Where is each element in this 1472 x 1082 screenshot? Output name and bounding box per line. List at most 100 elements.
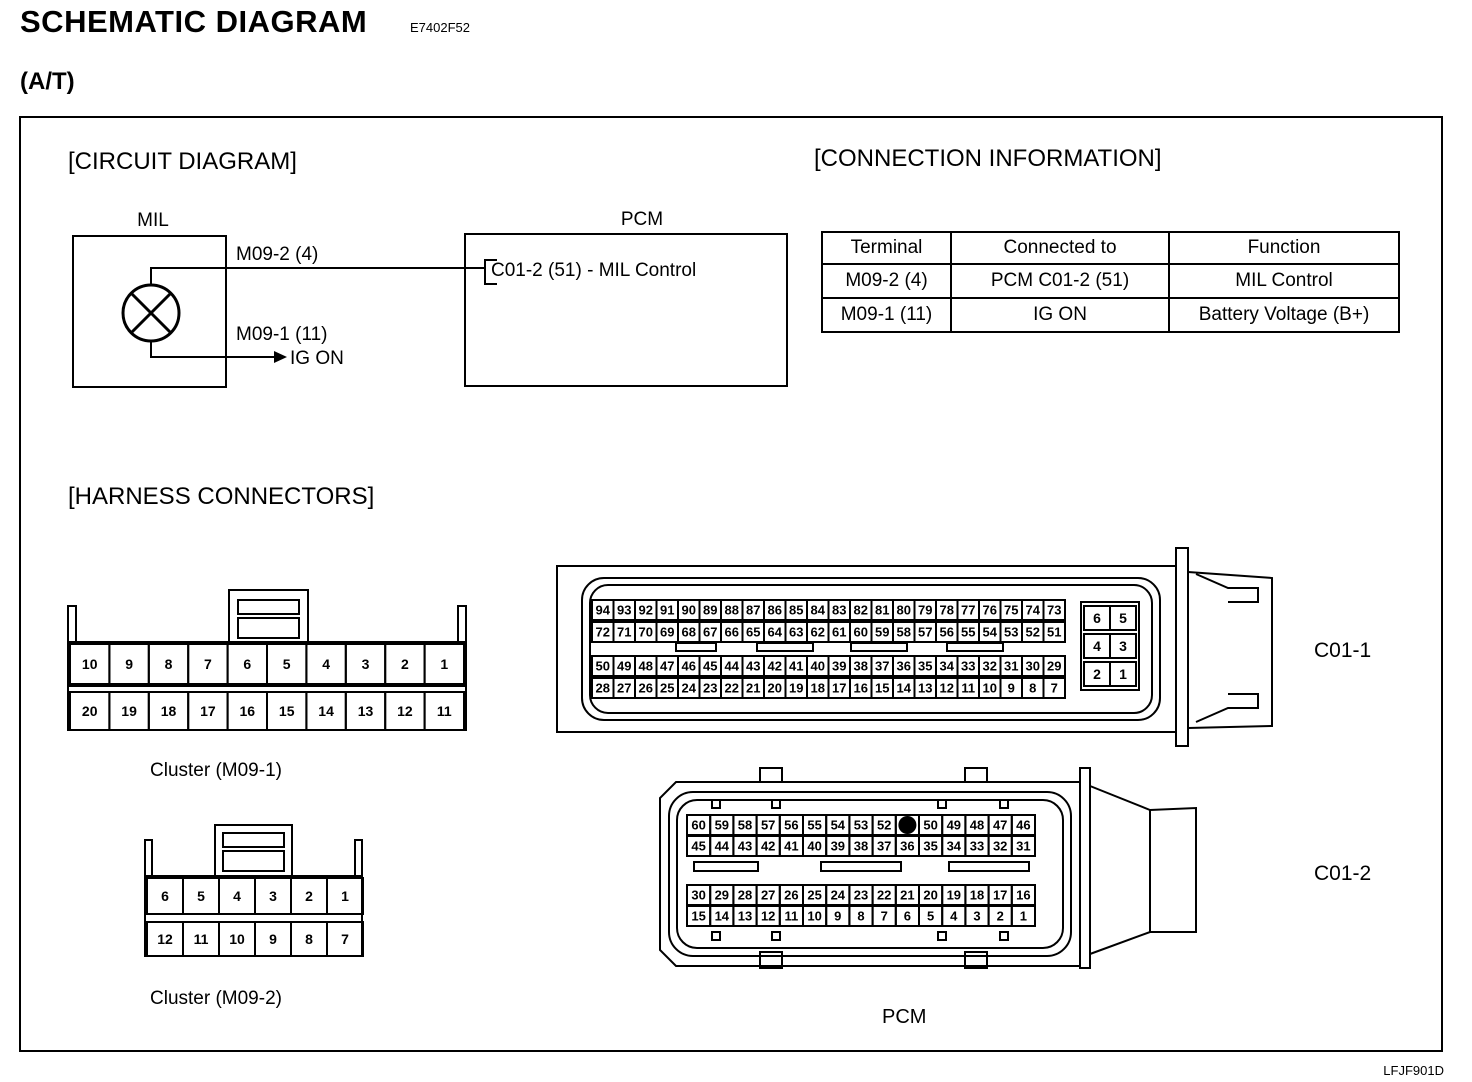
pin-label: 3 — [269, 888, 277, 904]
pin-label: 3 — [973, 909, 980, 924]
pin-label: 35 — [918, 659, 932, 674]
pin-label: 11 — [194, 931, 209, 947]
pin-label: 49 — [947, 818, 961, 833]
pin-label: 6 — [904, 909, 911, 924]
pin-label: 84 — [811, 603, 826, 618]
pin-label: 3 — [1119, 638, 1127, 654]
pin-label: 56 — [784, 818, 798, 833]
pin-label: 7 — [881, 909, 888, 924]
pin-label: 47 — [993, 818, 1007, 833]
pin-label: 26 — [639, 681, 653, 696]
harness-connectors-heading: [HARNESS CONNECTORS] — [68, 483, 375, 510]
pin-label: 53 — [854, 818, 868, 833]
pin-label: 17 — [993, 888, 1007, 903]
pin-label: 73 — [1047, 603, 1061, 618]
pin-label: 11 — [437, 703, 452, 719]
pin-label: 64 — [768, 625, 783, 640]
pin-label: 5 — [1119, 610, 1127, 626]
pin-label: 54 — [983, 625, 998, 640]
pin-label: 31 — [1016, 839, 1030, 854]
pin-label: 1 — [1020, 909, 1027, 924]
pin-label: 15 — [875, 681, 889, 696]
pin-label: 6 — [1093, 610, 1101, 626]
table-cell: MIL Control — [1168, 263, 1400, 299]
pin-label: 2 — [305, 888, 313, 904]
pin-label: 13 — [358, 703, 374, 719]
pin-cell — [1042, 655, 1066, 677]
pin-label: 41 — [789, 659, 803, 674]
pin-label: 43 — [738, 839, 752, 854]
circuit-diagram-heading: [CIRCUIT DIAGRAM] — [68, 148, 297, 175]
pin-label: 19 — [121, 703, 137, 719]
pin-label: 39 — [831, 839, 845, 854]
pin-label: 28 — [596, 681, 610, 696]
pin-label: 9 — [1008, 681, 1015, 696]
pin-label: 42 — [761, 839, 775, 854]
table-cell: Battery Voltage (B+) — [1168, 297, 1400, 333]
pin-label: 70 — [639, 625, 653, 640]
pin-label: 17 — [832, 681, 846, 696]
pin-label: 12 — [761, 909, 775, 924]
pin-cell — [423, 691, 466, 731]
table-cell: PCM C01-2 (51) — [950, 263, 1170, 299]
pin-label: 29 — [1047, 659, 1061, 674]
pin-label: 61 — [832, 625, 846, 640]
pin-label: 65 — [746, 625, 760, 640]
connector-c01-2-housing — [659, 767, 1197, 969]
pin-label: 81 — [875, 603, 889, 618]
pin-label: 27 — [761, 888, 775, 903]
pcm-label: PCM — [621, 209, 663, 230]
pin-label: 27 — [617, 681, 631, 696]
pin-cell — [1109, 605, 1137, 631]
pin-label: 16 — [1016, 888, 1030, 903]
pin-label: 79 — [918, 603, 932, 618]
pin-label: 82 — [854, 603, 868, 618]
pin-label: 46 — [682, 659, 696, 674]
pin-label: 50 — [923, 818, 937, 833]
pin-cell — [1109, 661, 1137, 687]
pin-label: 59 — [875, 625, 889, 640]
pin-label: 9 — [125, 656, 133, 672]
figure-code: LFJF901D — [1383, 1063, 1444, 1078]
pin-label: 4 — [1093, 638, 1101, 654]
pin-label: 1 — [1119, 666, 1127, 682]
pin-label: 83 — [832, 603, 846, 618]
pin-label: 23 — [703, 681, 717, 696]
pin-label: 1 — [341, 888, 349, 904]
pin-label: 87 — [746, 603, 760, 618]
pin-label: 29 — [715, 888, 729, 903]
mil-control-wire — [150, 267, 485, 285]
pin-label: 5 — [283, 656, 291, 672]
pin-label: 34 — [947, 839, 962, 854]
pin-label: 9 — [834, 909, 841, 924]
pin-cell — [326, 921, 364, 957]
pin-label: 21 — [900, 888, 914, 903]
pin-label: 31 — [1004, 659, 1018, 674]
pin-cell — [1042, 599, 1066, 621]
pin-label: 14 — [318, 703, 334, 719]
pin-label: 38 — [854, 839, 868, 854]
pin-label: 13 — [918, 681, 932, 696]
pin-label: 19 — [789, 681, 803, 696]
ig-on-wire — [150, 341, 280, 358]
pin-label: 72 — [596, 625, 610, 640]
pin-label: 75 — [1004, 603, 1018, 618]
table-cell: IG ON — [950, 297, 1170, 333]
pin-label: 8 — [305, 931, 313, 947]
pin-label: 20 — [923, 888, 937, 903]
pin-label: 44 — [715, 839, 730, 854]
pin-label: 37 — [877, 839, 891, 854]
pin-label: 60 — [854, 625, 868, 640]
pin-label: 42 — [768, 659, 782, 674]
pin-label: 15 — [691, 909, 705, 924]
pin-label: 34 — [940, 659, 955, 674]
wire-label-m09-2: M09-2 (4) — [236, 244, 318, 265]
pin-label: 50 — [596, 659, 610, 674]
pcm-connectors-caption: PCM — [882, 1006, 927, 1028]
pin-label: 57 — [918, 625, 932, 640]
pin-label: 9 — [269, 931, 277, 947]
pin-label: 11 — [961, 681, 975, 696]
pin-label: 45 — [703, 659, 717, 674]
pcm-pin-bracket — [484, 259, 497, 285]
